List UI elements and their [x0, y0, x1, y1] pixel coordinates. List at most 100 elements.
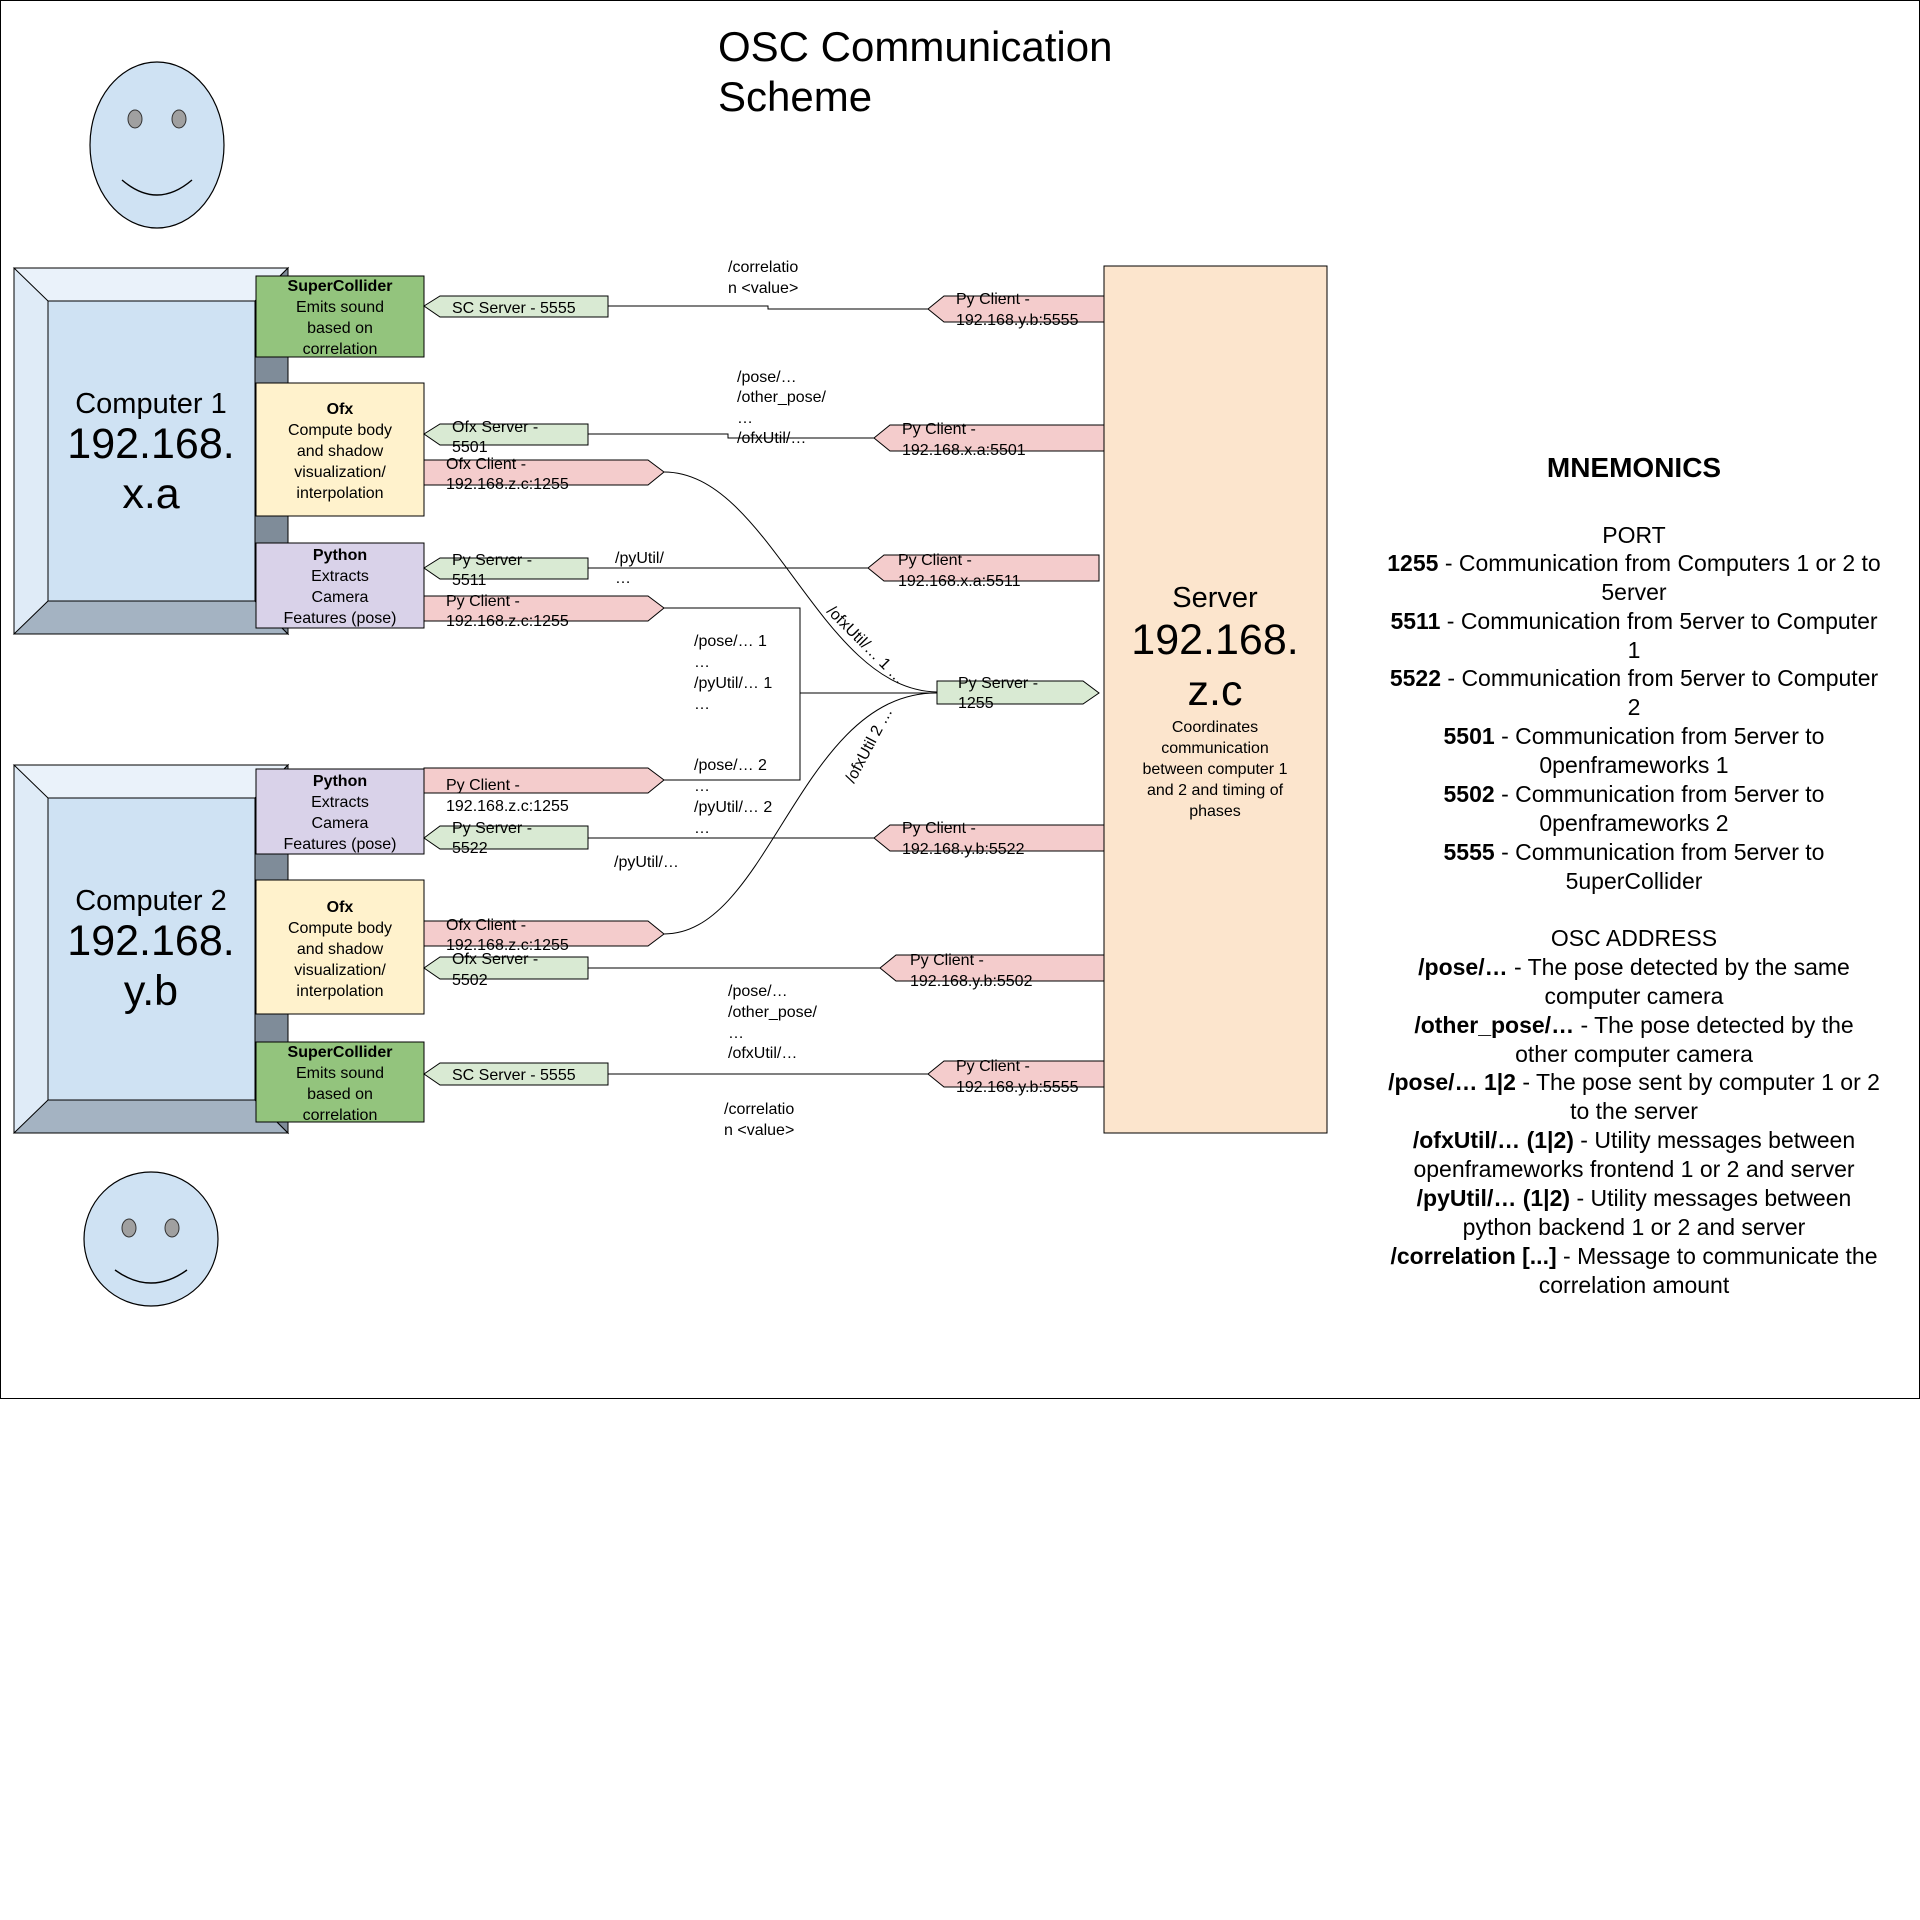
server-port-py-server-label-2: 1255	[958, 695, 994, 712]
port-ofx-client-2: Ofx Client - 192.168.z.c:1255	[423, 917, 665, 954]
computer-2-ip-line-1: 192.168.	[67, 917, 234, 965]
module-ofx-2-name: Ofx	[327, 899, 354, 916]
mnemonics-legend: MNEMONICS PORT 1255 - Communication from…	[1387, 452, 1880, 1298]
mnemonic-port-5522: 5522 - Communication from 5erver to Comp…	[1390, 665, 1879, 691]
server-ports: Py Client - 192.168.y.b:5555 Py Client -…	[867, 291, 1105, 1096]
server-box: Server 192.168. z.c Coordinates communic…	[1103, 265, 1328, 1134]
message-pyutil-1: /pyUtil/ …	[615, 550, 668, 587]
module-python-1-name: Python	[313, 547, 367, 564]
module-python-2-desc-1: Extracts	[311, 794, 369, 811]
server-port-py-client-4: Py Client - 192.168.y.b:5522	[873, 820, 1105, 858]
module-supercollider-2-desc-3: correlation	[303, 1107, 378, 1124]
server-name: Server	[1172, 582, 1258, 614]
mnemonic-port-5502-cont: 0penframeworks 2	[1539, 810, 1728, 836]
mnemonic-port-5501: 5501 - Communication from 5erver to	[1444, 723, 1825, 749]
port-py-client-1-label-2: 192.168.z.c:1255	[446, 613, 569, 630]
mnemonic-address-other-pose: /other_pose/… - The pose detected by the	[1414, 1012, 1853, 1038]
message-pose-bundle-1: /pose/… 1 … /pyUtil/… 1 …	[694, 633, 777, 713]
line-sc-1	[608, 305, 928, 310]
server-port-py-client-1-label-1: Py Client -	[956, 291, 1030, 308]
computer-2-ip-line-2: y.b	[124, 967, 178, 1015]
port-ofx-client-1-label-2: 192.168.z.c:1255	[446, 476, 569, 493]
port-sc-server-2: SC Server - 5555	[423, 1062, 609, 1086]
server-port-py-client-3-label-2: 192.168.x.a:5511	[898, 573, 1021, 590]
server-port-py-client-1: Py Client - 192.168.y.b:5555	[927, 291, 1105, 329]
message-pose-2: /pose/… /other_pose/ … /ofxUtil/…	[728, 983, 821, 1062]
connection-lines	[588, 305, 938, 1075]
server-port-py-client-6-label-2: 192.168.y.b:5555	[956, 1079, 1079, 1096]
mnemonic-address-other-pose-cont: other computer camera	[1515, 1041, 1753, 1067]
module-supercollider-2: SuperCollider Emits sound based on corre…	[255, 1041, 425, 1124]
computer-1-name: Computer 1	[75, 388, 227, 420]
server-ip-line-2: z.c	[1188, 667, 1243, 715]
port-py-server-1-label-2: 5511	[452, 572, 487, 589]
line-ofx-client-2	[663, 692, 938, 935]
mnemonic-port-5501-cont: 0penframeworks 1	[1539, 752, 1728, 778]
port-py-server-2: Py Server - 5522	[423, 820, 589, 857]
module-ofx-1-desc-2: and shadow	[297, 443, 384, 460]
port-ofx-client-2-label-1: Ofx Client -	[446, 917, 526, 934]
port-ofx-server-2-label-2: 5502	[452, 972, 488, 989]
server-port-py-client-2: Py Client - 192.168.x.a:5501	[873, 421, 1105, 459]
module-supercollider-2-desc-1: Emits sound	[296, 1065, 384, 1082]
mnemonic-address-pyutil-cont: python backend 1 or 2 and server	[1463, 1214, 1806, 1240]
user-face-icon-2	[83, 1171, 219, 1307]
line-ofx-server-1	[588, 433, 874, 439]
server-port-py-client-2-label-1: Py Client -	[902, 421, 976, 438]
server-port-py-client-6: Py Client - 192.168.y.b:5555	[927, 1058, 1105, 1096]
module-python-2-name: Python	[313, 773, 367, 790]
port-ofx-client-1-label-1: Ofx Client -	[446, 456, 526, 473]
port-ofx-server-1-label-1: Ofx Server -	[452, 419, 538, 436]
port-py-server-2-label-1: Py Server -	[452, 820, 532, 837]
module-supercollider-1-name: SuperCollider	[288, 278, 393, 295]
computer-ports: SC Server - 5555 Ofx Server - 5501 Ofx C…	[423, 295, 665, 1086]
module-python-2-desc-3: Features (pose)	[284, 836, 397, 853]
port-py-client-2-label-1: Py Client -	[446, 777, 520, 794]
port-py-client-1: Py Client - 192.168.z.c:1255	[423, 593, 665, 630]
server-port-py-client-1-label-2: 192.168.y.b:5555	[956, 312, 1079, 329]
server-port-py-client-5: Py Client - 192.168.y.b:5502	[879, 952, 1105, 990]
computer-1-ip-line-2: x.a	[122, 470, 179, 518]
module-ofx-1: Ofx Compute body and shadow visualizatio…	[255, 382, 425, 517]
mnemonic-address-ofxutil-cont: openframeworks frontend 1 or 2 and serve…	[1413, 1156, 1854, 1182]
port-ofx-server-2: Ofx Server - 5502	[423, 951, 589, 989]
mnemonic-address-correlation: /correlation [...] - Message to communic…	[1390, 1243, 1877, 1269]
mnemonic-address-ofxutil: /ofxUtil/… (1|2) - Utility messages betw…	[1413, 1127, 1855, 1153]
mnemonic-address-pyutil: /pyUtil/… (1|2) - Utility messages betwe…	[1417, 1185, 1852, 1211]
port-py-client-2: Py Client - 192.168.z.c:1255	[423, 767, 665, 815]
title-line-1: OSC Communication	[718, 23, 1112, 70]
module-ofx-1-desc-4: interpolation	[296, 485, 383, 502]
module-ofx-2-desc-3: visualization/	[294, 962, 386, 979]
module-python-1-desc-1: Extracts	[311, 568, 369, 585]
server-port-py-client-6-label-1: Py Client -	[956, 1058, 1030, 1075]
port-sc-server-1: SC Server - 5555	[423, 295, 609, 318]
module-supercollider-1-desc-2: based on	[307, 320, 373, 337]
module-ofx-1-name: Ofx	[327, 401, 354, 418]
server-port-py-client-4-label-2: 192.168.y.b:5522	[902, 841, 1025, 858]
server-ip-line-1: 192.168.	[1131, 616, 1298, 664]
line-pose-bracket	[664, 607, 801, 781]
computer-2-box: Computer 2 192.168. y.b	[12, 763, 290, 1135]
computer-2-name: Computer 2	[75, 885, 227, 917]
mnemonic-port-5511-cont: 1	[1628, 637, 1641, 663]
mnemonics-address-heading: OSC ADDRESS	[1551, 925, 1717, 951]
mnemonic-port-1255: 1255 - Communication from Computers 1 or…	[1387, 550, 1880, 576]
server-port-py-client-5-label-2: 192.168.y.b:5502	[910, 973, 1033, 990]
port-py-client-1-label-1: Py Client -	[446, 593, 520, 610]
server-port-py-client-3: Py Client - 192.168.x.a:5511	[867, 552, 1100, 590]
module-python-1-desc-3: Features (pose)	[284, 610, 397, 627]
server-desc-5: phases	[1189, 803, 1241, 820]
server-desc-4: and 2 and timing of	[1147, 782, 1284, 799]
port-py-client-2-label-2: 192.168.z.c:1255	[446, 798, 569, 815]
message-correlation-2: /correlatio n <value>	[724, 1101, 799, 1139]
server-port-py-server-label-1: Py Server -	[958, 675, 1038, 692]
port-ofx-client-2-label-2: 192.168.z.c:1255	[446, 937, 569, 954]
mnemonics-title: MNEMONICS	[1547, 452, 1721, 483]
server-desc-1: Coordinates	[1172, 719, 1258, 736]
module-python-1: Python Extracts Camera Features (pose)	[255, 542, 425, 629]
message-pose-1: /pose/… /other_pose/ … /ofxUtil/…	[737, 369, 830, 447]
module-python-2: Python Extracts Camera Features (pose)	[255, 768, 425, 855]
server-desc-3: between computer 1	[1143, 761, 1288, 778]
port-py-server-1-label-1: Py Server -	[452, 552, 532, 569]
